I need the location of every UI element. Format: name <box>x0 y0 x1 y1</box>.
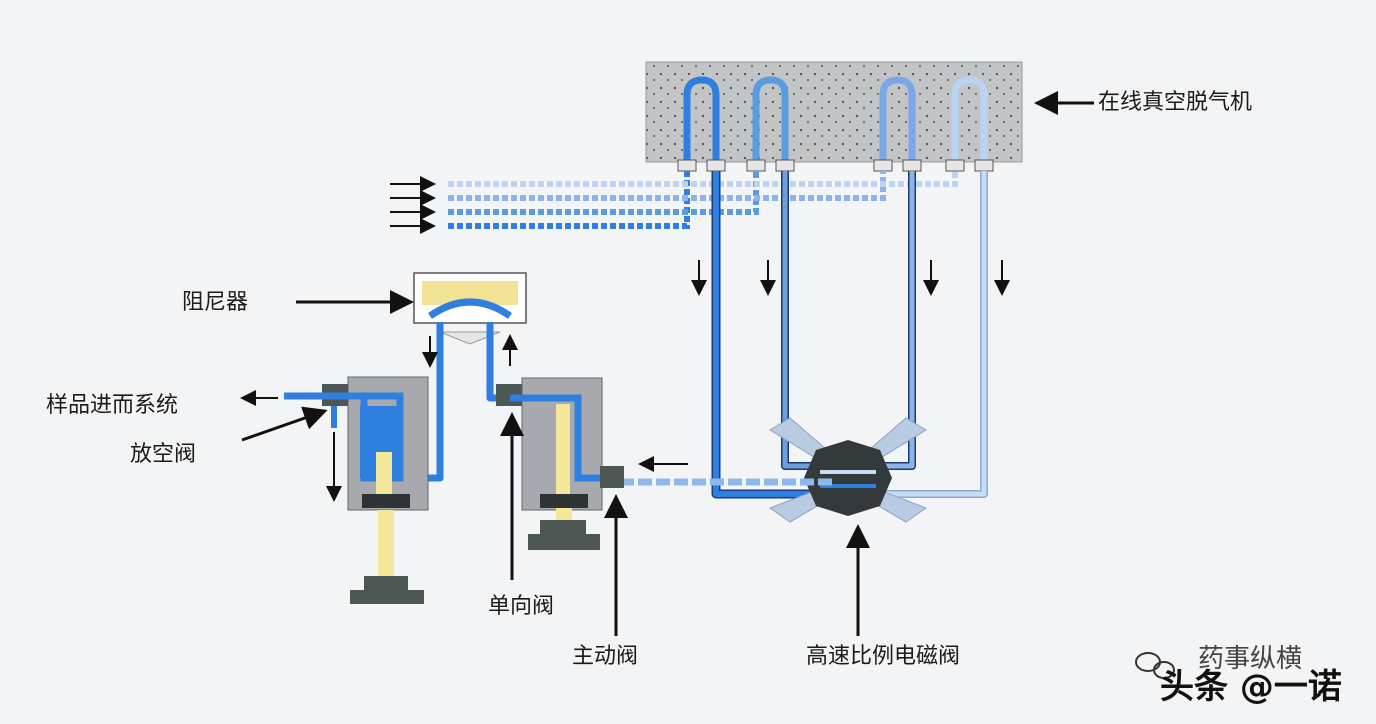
vent-valve-pointer <box>241 406 328 442</box>
proportioning-valve <box>768 417 928 523</box>
vent-valve-label: 放空阀 <box>130 442 197 467</box>
watermark-wechat: 药事纵横 <box>1198 644 1303 674</box>
right-pump-head <box>496 377 624 550</box>
degasser-fittings <box>677 159 994 172</box>
active-valve-label: 主动阀 <box>572 644 639 669</box>
sample-system-label: 样品进而系统 <box>46 393 179 418</box>
check-valve-label: 单向阀 <box>488 594 555 619</box>
watermark-platform: 头条 @一诺 <box>1160 667 1342 707</box>
degasser-label: 在线真空脱气机 <box>1098 90 1253 115</box>
damper-label: 阻尼器 <box>182 290 249 315</box>
wechat-logo <box>1135 652 1175 679</box>
solvent-inlet-lines <box>448 171 958 229</box>
flow-down-arrows <box>691 260 1010 296</box>
left-pump-head <box>284 376 429 604</box>
degasser-tubes <box>683 76 988 169</box>
damper <box>413 272 527 345</box>
inlet-arrows <box>390 176 436 234</box>
proportioning-valve-label: 高速比例电磁阀 <box>806 644 961 669</box>
